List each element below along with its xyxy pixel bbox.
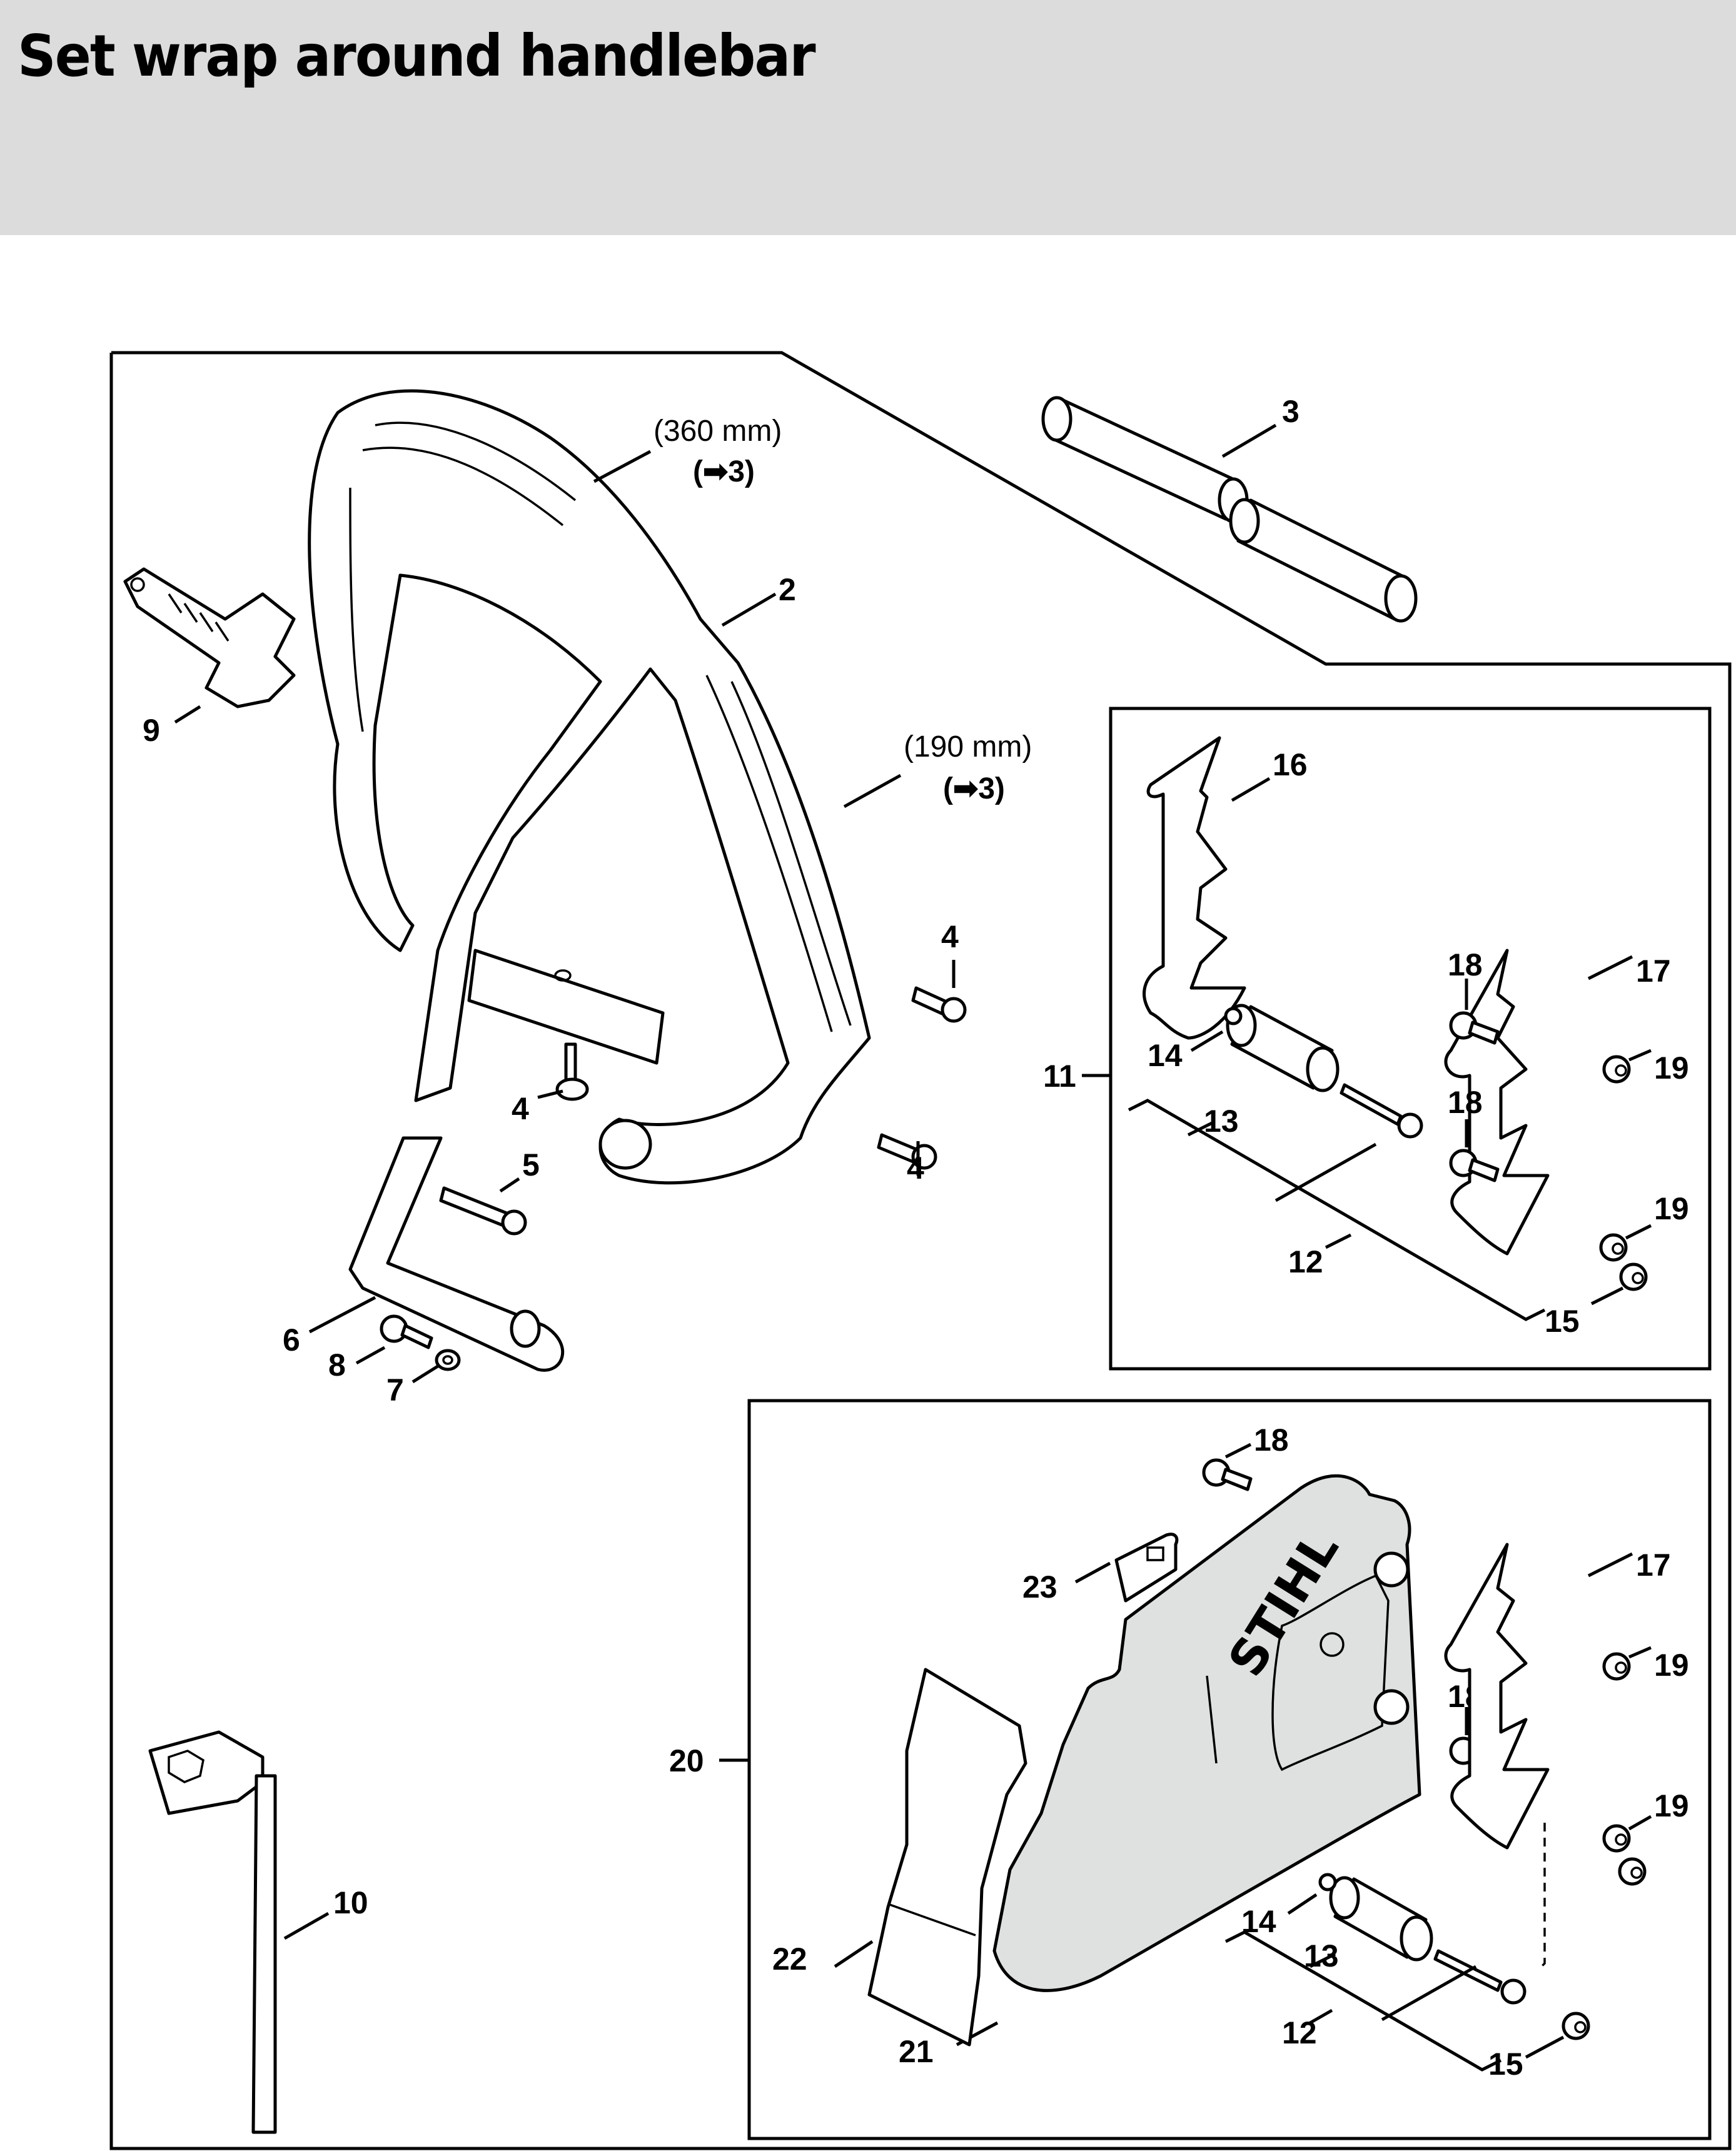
nut-part-19-d [1602, 1824, 1631, 1853]
wrench-part-10 [148, 1730, 277, 2134]
callout-11: 11 [1043, 1059, 1076, 1094]
bolt-part-18-b [1449, 1149, 1500, 1182]
callout-16: 16 [1273, 747, 1308, 782]
callout-10: 10 [333, 1885, 368, 1920]
handlebar-part-2 [308, 389, 871, 1185]
callout-15-a: 15 [1545, 1304, 1580, 1339]
callout-19-a: 19 [1654, 1050, 1689, 1086]
callout-7: 7 [386, 1373, 404, 1408]
callout-2: 2 [779, 572, 796, 607]
washer-part-7 [435, 1349, 461, 1371]
callout-19-c: 19 [1654, 1648, 1689, 1683]
callout-12-b: 12 [1282, 2015, 1317, 2050]
subassembly-frame-11 [1109, 707, 1712, 1371]
callout-18-c: 18 [1254, 1423, 1289, 1458]
nut-part-15-a [1619, 1262, 1648, 1291]
callout-9: 9 [143, 713, 160, 748]
bolt-part-12-a [1340, 1083, 1423, 1139]
nut-part-19-e [1618, 1857, 1647, 1886]
callout-5: 5 [522, 1147, 540, 1182]
callout-17-a: 17 [1636, 954, 1671, 989]
buffer-spring-part-9 [123, 567, 296, 708]
slide-part-23 [1114, 1533, 1179, 1603]
callout-4-c: 4 [512, 1091, 529, 1126]
screw-part-4-c [555, 1042, 589, 1101]
callout-18-b: 18 [1448, 1085, 1483, 1120]
callout-20: 20 [669, 1743, 704, 1778]
spacer-part-13-a [1226, 1004, 1340, 1092]
wrap-long-ref: (➡3) [693, 455, 755, 488]
subassembly-frame-20 [747, 1399, 1712, 2140]
screw-part-5 [439, 1186, 527, 1236]
wrap-long-length: (360 mm) [654, 415, 782, 448]
washer-part-14-b [1318, 1873, 1337, 1892]
callout-18-a: 18 [1448, 947, 1483, 982]
callout-19-b: 19 [1654, 1191, 1689, 1226]
outer-frame [109, 351, 1732, 2150]
bracket-part-6 [348, 1136, 564, 1372]
bumper-spike-part-16 [1143, 736, 1246, 1040]
callout-23: 23 [1022, 1569, 1057, 1604]
callout-21: 21 [899, 2034, 934, 2069]
spacer-part-13-b [1329, 1876, 1433, 1962]
callout-6: 6 [283, 1322, 300, 1358]
nut-part-19-a [1602, 1055, 1631, 1084]
callout-4-b: 4 [907, 1151, 924, 1186]
page-title: Set wrap around handlebar [18, 23, 816, 89]
callout-22: 22 [772, 1942, 807, 1977]
sprocket-cover-part-21: STIHL [992, 1474, 1421, 1992]
header-bar: Set wrap around handlebar [0, 0, 1736, 235]
screw-part-8 [380, 1314, 433, 1349]
screw-part-4-a [911, 986, 967, 1023]
callout-3: 3 [1282, 394, 1299, 429]
nut-part-19-b [1599, 1233, 1628, 1262]
guide-plate-part-22 [867, 1668, 1027, 2047]
nut-part-19-c [1602, 1652, 1631, 1681]
callout-17-b: 17 [1636, 1548, 1671, 1583]
wrap-short-ref: (➡3) [943, 772, 1005, 805]
bolt-part-12-b [1433, 1949, 1527, 2005]
bolt-part-18-a [1449, 1011, 1500, 1045]
callout-13-a: 13 [1204, 1104, 1239, 1139]
bumper-spike-part-17-b [1444, 1543, 1550, 1850]
nut-part-15-b [1562, 2012, 1590, 2040]
callout-4-a: 4 [941, 919, 959, 954]
wrap-tubes-part-3 [1041, 396, 1418, 623]
callout-13-b: 13 [1304, 1938, 1339, 1973]
callout-19-d: 19 [1654, 1788, 1689, 1823]
washer-part-14-a [1224, 1007, 1243, 1025]
callout-8: 8 [328, 1348, 346, 1383]
callout-14-a: 14 [1148, 1038, 1183, 1073]
bolt-part-18-c [1202, 1458, 1253, 1491]
wrap-short-length: (190 mm) [904, 730, 1032, 763]
callout-12-a: 12 [1288, 1244, 1323, 1279]
